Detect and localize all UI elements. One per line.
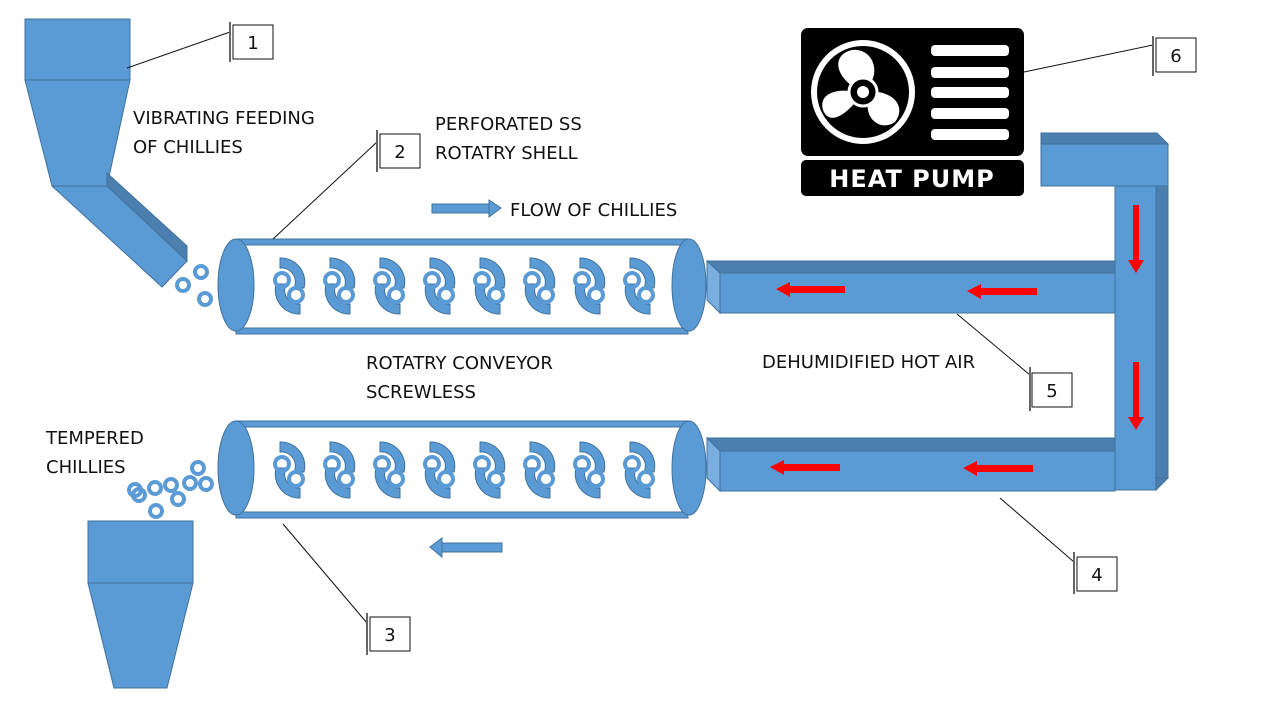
heat-pump-icon: HEAT PUMP [801, 28, 1024, 196]
paddle [473, 439, 507, 501]
callout-3-number: 3 [384, 625, 395, 646]
paddle [573, 255, 607, 317]
paddle [323, 439, 357, 501]
rotary-screwless-conveyor [217, 420, 707, 519]
hot-air-label: DEHUMIDIFIED HOT AIR [762, 352, 975, 373]
paddle [573, 439, 607, 501]
paddle [623, 439, 657, 501]
paddle [623, 255, 657, 317]
paddle [473, 255, 507, 317]
air-arrow-down-1-icon [1128, 205, 1144, 273]
callout-1-number: 1 [247, 33, 258, 54]
shell-label-line1: PERFORATED SS [435, 114, 582, 135]
heat-pump-label: HEAT PUMP [829, 165, 994, 193]
tempered-chillies-pile [127, 460, 214, 519]
tempered-label-line1: TEMPERED [45, 428, 144, 449]
callout-1: 1 [126, 22, 274, 69]
paddle [423, 255, 457, 317]
paddle [423, 439, 457, 501]
callout-5: 5 [956, 313, 1073, 411]
callout-4: 4 [999, 497, 1118, 594]
output-hopper [87, 520, 194, 689]
callout-5-number: 5 [1046, 381, 1057, 402]
paddle [523, 439, 557, 501]
air-arrow-left-4-icon [963, 461, 1033, 476]
paddle-row-lower [273, 439, 657, 501]
shell-label-line2: ROTATRY SHELL [435, 143, 578, 164]
lower-air-duct [705, 436, 1116, 493]
paddle [523, 255, 557, 317]
callout-6-number: 6 [1170, 46, 1181, 67]
feeding-label-line1: VIBRATING FEEDING [133, 108, 315, 129]
callout-2-number: 2 [394, 142, 405, 163]
callout-2: 2 [272, 130, 421, 240]
paddle [323, 255, 357, 317]
paddle [373, 255, 407, 317]
upper-air-duct [705, 259, 1116, 315]
air-arrow-left-2-icon [967, 284, 1037, 299]
falling-chillies-top [175, 264, 213, 307]
air-flow-arrows [770, 205, 1144, 476]
flow-arrow-right-icon [431, 199, 502, 218]
conveyor-label-line1: ROTATRY CONVEYOR [366, 353, 553, 374]
paddle [373, 439, 407, 501]
tempered-label-line2: CHILLIES [46, 457, 126, 478]
callout-6: 6 [1023, 36, 1197, 76]
feeding-label-line2: OF CHILLIES [133, 137, 243, 158]
callout-4-number: 4 [1091, 565, 1102, 586]
flow-label: FLOW OF CHILLIES [510, 200, 677, 221]
callout-3: 3 [282, 523, 411, 655]
paddle-row-upper [273, 255, 657, 317]
paddle [273, 255, 307, 317]
air-arrow-down-2-icon [1128, 362, 1144, 430]
perforated-rotary-shell [217, 238, 707, 335]
conveyor-label-line2: SCREWLESS [366, 382, 476, 403]
paddle [273, 439, 307, 501]
flow-arrow-left-icon [429, 537, 503, 559]
air-arrow-left-1-icon [776, 282, 845, 297]
air-arrow-left-3-icon [770, 460, 840, 475]
feed-hopper [24, 18, 188, 288]
